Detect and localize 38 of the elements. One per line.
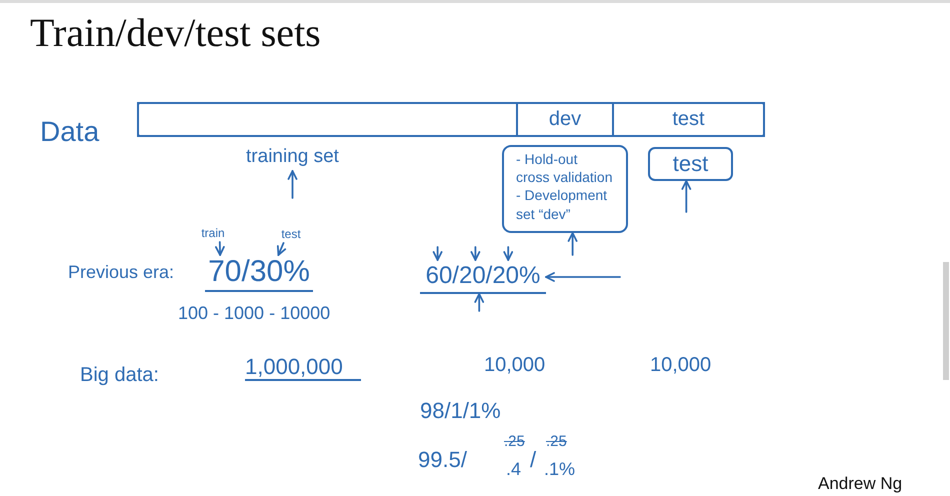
annotation-label: train (196, 226, 230, 242)
arrow (568, 232, 578, 256)
slide-title: Train/dev/test sets (30, 10, 321, 56)
segment-label: test (672, 108, 705, 131)
ratio-text: 70/30% (205, 255, 313, 292)
data-bar (137, 102, 765, 137)
count-text: 10,000 (484, 354, 546, 377)
arrow (474, 293, 484, 312)
arrow (503, 246, 514, 261)
note-box (502, 145, 628, 233)
slash-text: / (530, 447, 536, 472)
arrow (276, 242, 286, 256)
bullet-text: - Hold-out cross validation (516, 150, 614, 186)
author-name: Andrew Ng (818, 474, 902, 494)
count-text: 10,000 (650, 354, 712, 377)
ratio-text: 60/20/20% (420, 260, 546, 294)
rounded-box: test (648, 147, 733, 181)
number-text: .1% (544, 459, 576, 480)
arrow (470, 246, 480, 261)
arrow (681, 180, 692, 213)
struck-number: .25 (546, 433, 567, 450)
arrow (288, 170, 298, 199)
number-text: .4 (506, 459, 522, 480)
annotation-label: test (276, 227, 306, 243)
arrow (545, 272, 621, 282)
segment-label: training set (235, 143, 350, 171)
size-range-text: 100 - 1000 - 10000 (178, 303, 330, 324)
count-text: 1,000,000 (245, 354, 361, 382)
arrow (432, 246, 442, 261)
row-label: Data (40, 116, 100, 148)
ratio-text: 98/1/1% (420, 398, 501, 424)
segment-label: dev (548, 108, 582, 131)
row-label: Big data: (80, 364, 159, 387)
ratio-text: 99.5/ (418, 447, 467, 472)
bullet-text: - Development set “dev” (516, 186, 608, 223)
struck-number: .25 (504, 433, 525, 450)
arrow (215, 241, 225, 256)
row-label: Previous era: (68, 262, 174, 283)
